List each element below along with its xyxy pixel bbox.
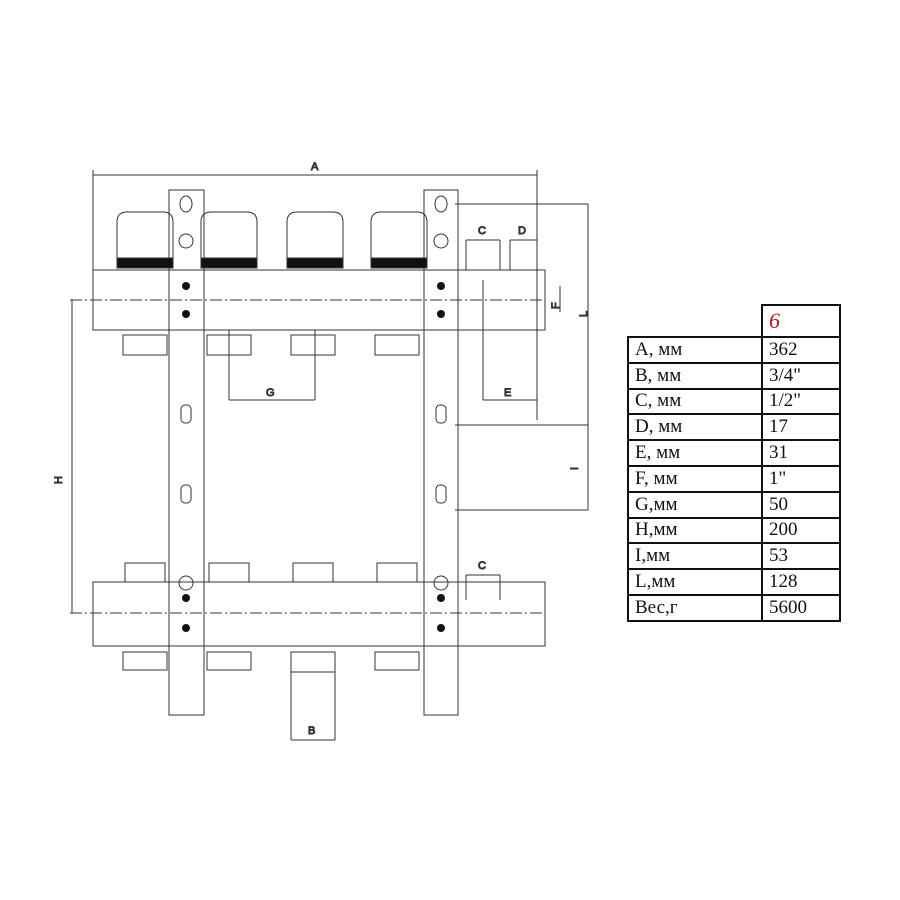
svg-text:D: D — [518, 225, 526, 237]
svg-text:G: G — [266, 387, 275, 399]
dimension-c-d: C D — [465, 225, 537, 270]
svg-text:F: F — [550, 302, 562, 309]
svg-text:C: C — [478, 560, 486, 572]
dimension-i: I — [455, 424, 588, 511]
dimension-c-bottom: C — [465, 560, 501, 600]
svg-text:E: E — [504, 387, 511, 399]
valve-caps — [116, 211, 428, 269]
svg-text:H: H — [53, 476, 65, 484]
svg-text:C: C — [478, 225, 486, 237]
valve-cap — [116, 211, 174, 269]
column-header-6: 6 — [761, 304, 841, 338]
svg-text:A: A — [311, 161, 319, 173]
dimension-h: H — [53, 300, 73, 613]
dimension-a: A — [92, 161, 538, 420]
valve-cap — [370, 211, 428, 269]
left-bracket — [168, 189, 205, 716]
valve-cap — [286, 211, 344, 269]
dimension-e: E — [482, 280, 538, 401]
dimension-b: B — [290, 672, 336, 741]
valve-cap — [200, 211, 258, 269]
dimension-g: G — [228, 330, 316, 401]
right-bracket — [423, 189, 459, 716]
table-header-row: 6 — [628, 304, 841, 338]
dimension-f-l: F L — [455, 203, 591, 510]
bottom-manifold-bar — [70, 562, 546, 673]
svg-text:L: L — [578, 311, 590, 317]
top-outlets — [122, 334, 420, 356]
svg-text:B: B — [308, 725, 315, 737]
svg-text:I: I — [569, 467, 581, 470]
top-manifold-bar — [70, 269, 546, 331]
